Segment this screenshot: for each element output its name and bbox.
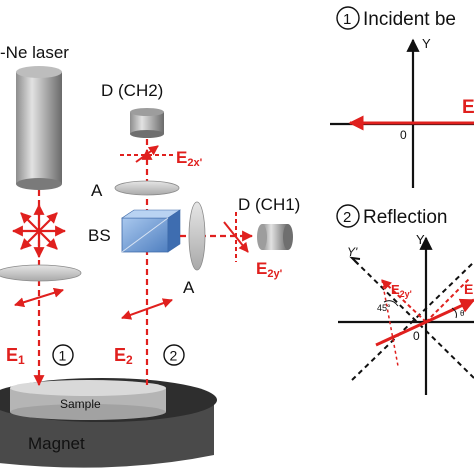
laser-tube <box>16 66 62 190</box>
panel2-e-helper <box>381 279 399 367</box>
panel2-angle2: θ <box>460 309 465 318</box>
laser-label: -Ne laser <box>0 43 69 62</box>
analyzer-top-label: A <box>91 181 103 200</box>
panel1-number-circle <box>336 6 360 30</box>
sample: Sample <box>10 380 166 420</box>
panel2-yprime-label: Y' <box>347 245 358 259</box>
polarization-arrow-e1 <box>14 287 64 308</box>
panel2-rotated-axis-yprime <box>351 257 474 379</box>
panel2-number-circle <box>336 204 360 228</box>
svg-text:2: 2 <box>170 348 178 364</box>
sample-label: Sample <box>60 397 101 411</box>
e2-label: E2 <box>114 345 133 367</box>
svg-text:1: 1 <box>59 348 67 364</box>
panel2-e2y-component <box>381 279 427 323</box>
panel1-title: Incident be <box>363 9 456 30</box>
panel2-rotated-axis-xprime <box>351 261 474 381</box>
detector-ch2 <box>130 108 164 138</box>
analyzer-side-disk <box>188 201 206 271</box>
panel2-yprime-arrow-icon <box>349 256 361 265</box>
e1-label: E1 <box>6 345 25 367</box>
panel2-angle-arc-45 <box>383 300 399 307</box>
e2x-label: E2x' <box>176 148 203 169</box>
polarization-arrow-e2 <box>121 298 173 320</box>
panel-reflection: 2 Reflection Y 0 Y' E2y' E 45° θ <box>336 204 474 395</box>
circled-number-2: 2 <box>163 344 185 366</box>
panel1-e-label: E <box>462 97 474 118</box>
panel1-y-label: Y <box>422 36 431 51</box>
panel2-y-label: Y <box>416 232 425 247</box>
detector-ch1 <box>257 224 293 250</box>
analyzer-side-label: A <box>183 278 195 297</box>
beam-splitter <box>121 209 181 253</box>
panel2-e2y-label: E2y' <box>391 282 412 299</box>
panel1-origin: 0 <box>400 128 407 142</box>
polarization-star-icon <box>11 203 67 259</box>
bs-label: BS <box>88 226 111 245</box>
panel1-number: 1 <box>343 11 351 28</box>
panel2-angle1: 45° <box>377 303 391 313</box>
panel2-e-right-label: E <box>464 281 473 297</box>
polarizer-disk <box>0 264 82 282</box>
panel2-origin: 0 <box>413 329 420 343</box>
panel2-number: 2 <box>343 209 351 226</box>
panel-incident-beam: 1 Incident be Y 0 E <box>330 6 474 188</box>
polarization-arrow-e2x-diag <box>135 145 159 163</box>
detector-ch1-label: D (CH1) <box>238 195 300 214</box>
panel2-e-vector <box>375 298 474 347</box>
circled-number-1: 1 <box>52 344 74 366</box>
magnet-label: Magnet <box>28 434 85 453</box>
detector-ch2-label: D (CH2) <box>101 81 163 100</box>
panel2-title: Reflection <box>363 207 448 228</box>
panel2-angle-arc-theta <box>451 307 457 319</box>
analyzer-top-disk <box>114 180 180 196</box>
panel2-e-component-x <box>425 277 471 323</box>
e2y-label: E2y' <box>256 259 283 280</box>
